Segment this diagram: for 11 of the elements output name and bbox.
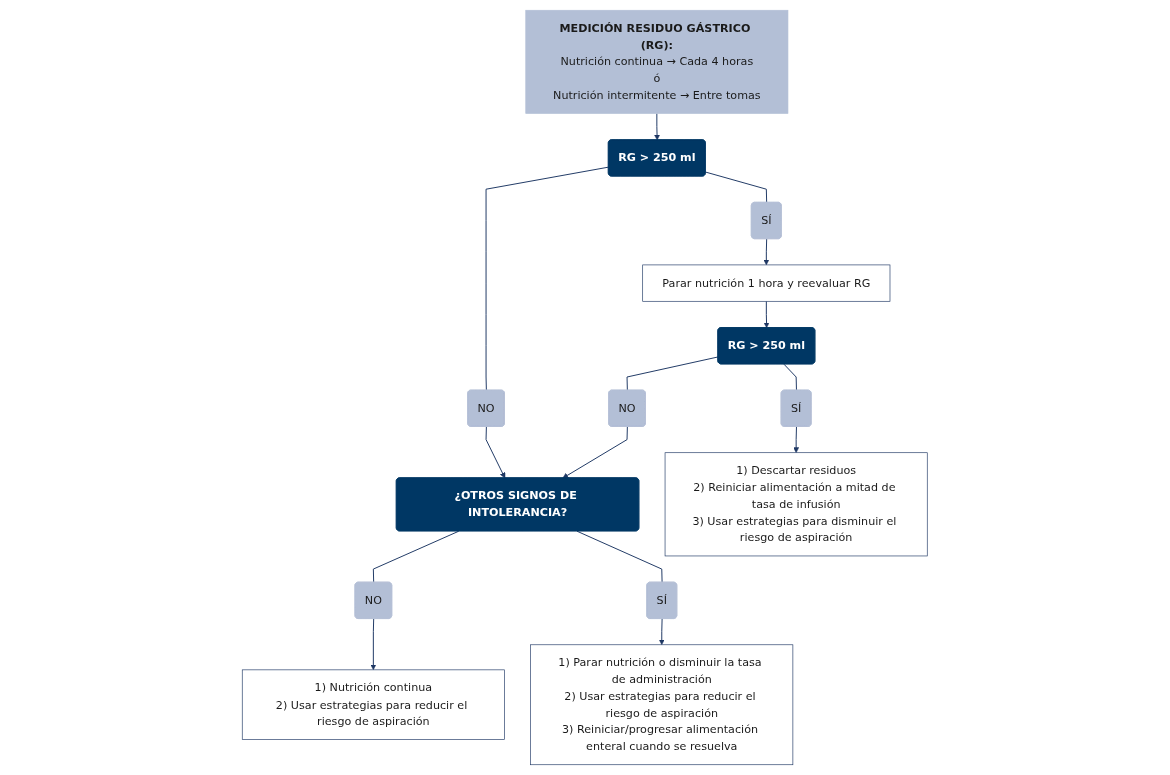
node-box: MEDICIÓN RESIDUO GÁSTRICO (RG): Nutrición continua → Cada 4 horas ó Nutrición intermitente → Entre tomas [525, 9, 789, 114]
connector [576, 530, 663, 583]
node-box: Parar nutrición 1 hora y reevaluar RG [642, 264, 891, 302]
connector [783, 363, 798, 391]
connector [705, 171, 768, 204]
node-box: 1) Nutrición continua 2) Usar estrategias para reducir el riesgo de aspiración [242, 669, 506, 740]
connector [626, 356, 719, 391]
connector [485, 166, 610, 391]
node-box: 1) Descartar residuos 2) Reiniciar alimentación a mitad de tasa de infusión 3) Usar estrategias para disminuir el riesgo de aspiración [664, 452, 928, 557]
node-box: 1) Parar nutrición o disminuir la tasa de administración 2) Usar estrategias para reducir el riesgo de aspiración 3) Reiniciar/progresar alimentación enteral cuando se resuelva [530, 644, 794, 766]
connector [373, 530, 460, 583]
